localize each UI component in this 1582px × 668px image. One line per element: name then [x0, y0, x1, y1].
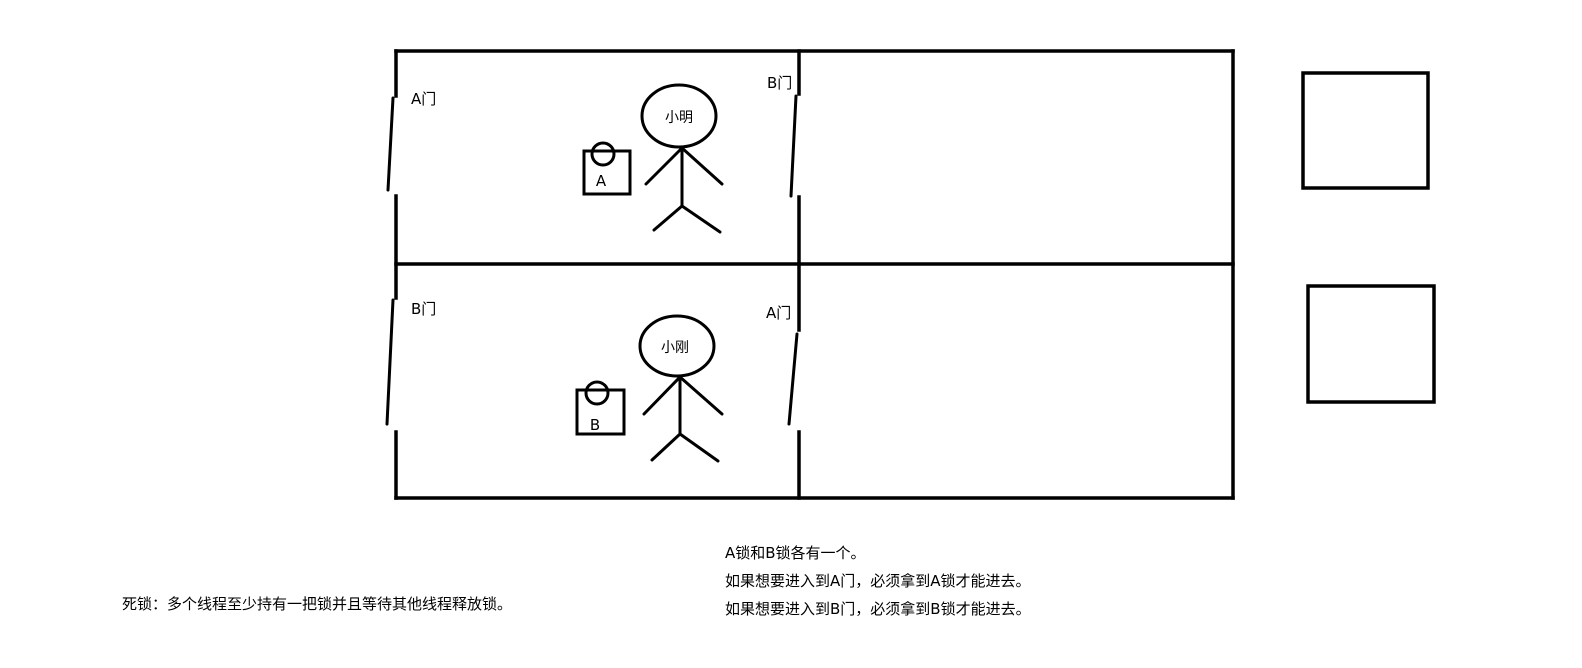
person-name-xiaoming: 小明	[665, 110, 693, 126]
person-head	[640, 83, 718, 149]
person-right-arm	[678, 375, 724, 416]
bottom-left-door	[385, 298, 395, 426]
deadlock-definition: 死锁：多个线程至少持有一把锁并且等待其他线程释放锁。	[122, 595, 513, 613]
empty-box-top	[1301, 71, 1430, 190]
lock-a-icon	[582, 141, 632, 196]
person-left-arm	[642, 375, 682, 416]
person-xiaogang	[638, 314, 724, 463]
top-left-door	[386, 96, 395, 192]
bottom-right-door-label: A门	[766, 304, 791, 322]
person-left-leg	[650, 432, 682, 462]
rule-line-2: 如果想要进入到A门，必须拿到A锁才能进去。	[725, 572, 1031, 590]
lock-a-shackle	[590, 141, 616, 167]
lock-b-label: B	[590, 416, 600, 434]
empty-box-bottom	[1306, 284, 1436, 404]
person-head	[638, 314, 716, 378]
person-right-leg	[678, 432, 720, 463]
top-right-door-label: B门	[767, 74, 792, 92]
lock-b-body	[575, 388, 626, 436]
person-name-xiaogang: 小刚	[661, 340, 689, 356]
bottom-right-door	[787, 332, 799, 426]
person-xiaoming	[640, 83, 724, 234]
person-right-leg	[680, 204, 722, 234]
person-right-arm	[680, 146, 724, 186]
lock-b-shackle	[584, 380, 610, 406]
top-right-door	[789, 94, 798, 198]
person-left-leg	[652, 204, 684, 232]
person-left-arm	[644, 146, 684, 186]
top-left-door-label: A门	[411, 90, 436, 108]
lock-a-body	[582, 149, 632, 196]
lock-a-label: A	[596, 172, 607, 190]
lock-b-icon	[575, 380, 626, 436]
rule-line-3: 如果想要进入到B门，必须拿到B锁才能进去。	[725, 600, 1031, 618]
bottom-left-door-label: B门	[411, 300, 436, 318]
rule-line-1: A锁和B锁各有一个。	[725, 544, 866, 562]
building	[394, 49, 1235, 500]
